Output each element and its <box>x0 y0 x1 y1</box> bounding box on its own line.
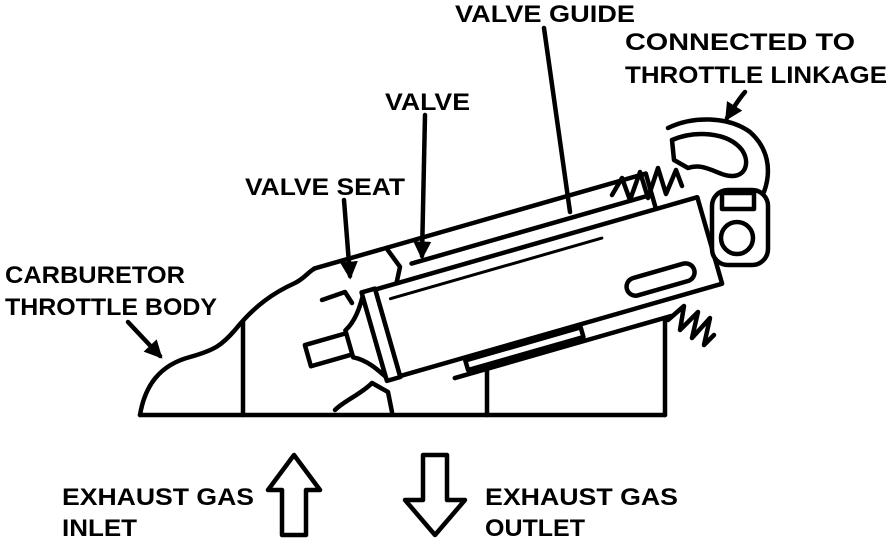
valve-guide-line <box>409 192 655 266</box>
inlet-up-arrow-icon <box>265 452 323 538</box>
linkage-hook-inner <box>669 131 749 179</box>
label-linkage-line1: CONNECTED TO <box>625 29 855 56</box>
label-valve: VALVE <box>385 89 470 116</box>
valve-assembly <box>302 171 725 384</box>
throttle-linkage-arm <box>665 117 771 268</box>
valve-leader <box>413 112 432 260</box>
label-valve-guide: VALVE GUIDE <box>455 1 635 28</box>
housing-lower-line <box>452 313 674 381</box>
linkage-leader <box>724 89 748 122</box>
upper-spring <box>609 165 685 203</box>
label-outlet-line2: OUTLET <box>485 515 585 542</box>
linkage-pivot <box>718 219 756 257</box>
lower-seat-notch <box>332 380 395 415</box>
valve-rod-slot <box>624 261 697 298</box>
seat-ledge <box>319 289 355 306</box>
housing-top-line <box>311 171 659 271</box>
valve-body <box>373 194 725 379</box>
label-throttle-body-line2: THROTTLE BODY <box>5 294 217 321</box>
label-valve-seat: VALVE SEAT <box>245 174 405 201</box>
lower-slot <box>463 325 586 373</box>
throttle-body <box>137 266 668 418</box>
outlet-down-arrow-icon <box>402 452 468 538</box>
valve-guide-leader <box>541 25 573 215</box>
label-outlet-line1: EXHAUST GAS <box>485 484 678 511</box>
housing-notch <box>383 245 403 286</box>
label-linkage-line2: THROTTLE LINKAGE <box>625 62 887 89</box>
throttle-body-outline <box>137 266 317 418</box>
label-throttle-body-line1: CARBURETOR <box>5 262 185 289</box>
linkage-clip <box>719 190 757 212</box>
label-inlet-line1: EXHAUST GAS <box>62 484 254 511</box>
valve-stem-line <box>388 236 604 301</box>
valve-seat-leader <box>339 197 358 280</box>
label-inlet-line2: INLET <box>62 515 137 542</box>
throttle-body-leader <box>125 319 163 359</box>
lower-spring <box>665 303 717 348</box>
linkage-hook-outer <box>665 117 771 195</box>
